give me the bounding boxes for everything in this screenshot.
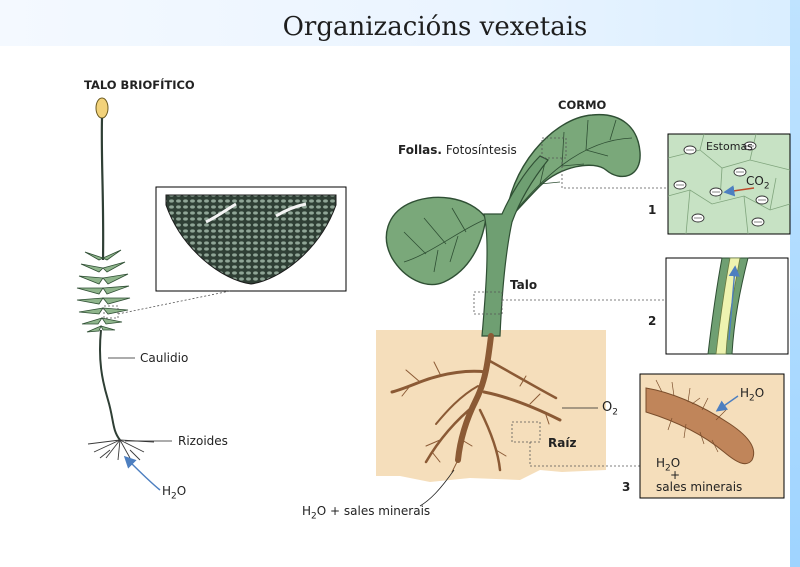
cormo-callouts xyxy=(473,137,668,467)
right-edge-band xyxy=(790,0,800,567)
moss-seta xyxy=(100,117,105,261)
moss-heading: TALO BRIOFÍTICO xyxy=(84,78,195,92)
caulidio-label: Caulidio xyxy=(140,351,189,365)
moss-leaf-inset xyxy=(103,186,347,319)
stomata-label: Estomas xyxy=(706,140,753,153)
cormo-roots xyxy=(390,333,562,473)
stem-label: Talo xyxy=(510,278,538,292)
moss-water-o: O xyxy=(176,484,187,498)
moss-water-h: H xyxy=(162,484,172,498)
stem-inset xyxy=(665,257,789,355)
moss-stem xyxy=(98,329,121,441)
moss-water-label: H2O xyxy=(162,484,186,501)
leaves-bold: Follas. xyxy=(398,143,442,157)
oxygen-label: O2 xyxy=(602,400,618,418)
left-leaf xyxy=(385,196,487,286)
moss-plant xyxy=(76,97,161,491)
root-inset-water-label: H2O xyxy=(740,386,764,403)
inset-number-3: 3 xyxy=(622,480,631,494)
bottom-sub: 2 xyxy=(311,511,317,522)
lower-water-sub: 2 xyxy=(665,463,671,474)
rizoides-label: Rizoides xyxy=(178,434,228,448)
root-water-sub: 2 xyxy=(749,393,755,404)
soil-area xyxy=(376,330,606,482)
co2-label: CO2 xyxy=(746,174,770,191)
plus-label: + xyxy=(670,468,681,482)
stomata-inset xyxy=(667,133,791,235)
moss-rhizoids xyxy=(87,439,155,461)
bottom-water-label: H2O + sales minerais xyxy=(302,504,430,521)
moss-leaves xyxy=(76,249,131,333)
oxygen-sub: 2 xyxy=(612,407,618,418)
lower-water-h: H xyxy=(656,456,666,470)
moss-water-arrow xyxy=(123,455,161,491)
oxygen-o: O xyxy=(602,400,613,415)
bottom-end: O + sales minerais xyxy=(316,504,431,518)
root-label: Raíz xyxy=(548,436,577,450)
co2-sub: 2 xyxy=(763,181,770,192)
cormo-heading: CORMO xyxy=(558,98,607,112)
leaves-text: Fotosíntesis xyxy=(445,143,517,157)
title-band xyxy=(0,0,800,46)
leaves-label: Follas. Fotosíntesis xyxy=(398,143,517,157)
lower-water-label: H2O xyxy=(656,456,680,473)
root-inset xyxy=(639,373,785,499)
root-water-o: O xyxy=(754,386,765,400)
cormo-plant xyxy=(385,113,641,473)
upper-leaf xyxy=(505,113,641,224)
moss-capsule xyxy=(95,97,109,119)
cormo-stem xyxy=(481,155,549,337)
co2-co: CO xyxy=(746,174,764,188)
bottom-h: H xyxy=(302,504,312,518)
inset-number-2: 2 xyxy=(648,314,657,328)
page-title: Organizacións vexetais xyxy=(282,12,588,42)
lower-water-o: O xyxy=(670,456,681,470)
inset-number-1: 1 xyxy=(648,203,657,217)
minerals-label: sales minerais xyxy=(656,480,743,494)
root-water-h: H xyxy=(740,386,750,400)
moss-water-sub: 2 xyxy=(171,491,177,502)
